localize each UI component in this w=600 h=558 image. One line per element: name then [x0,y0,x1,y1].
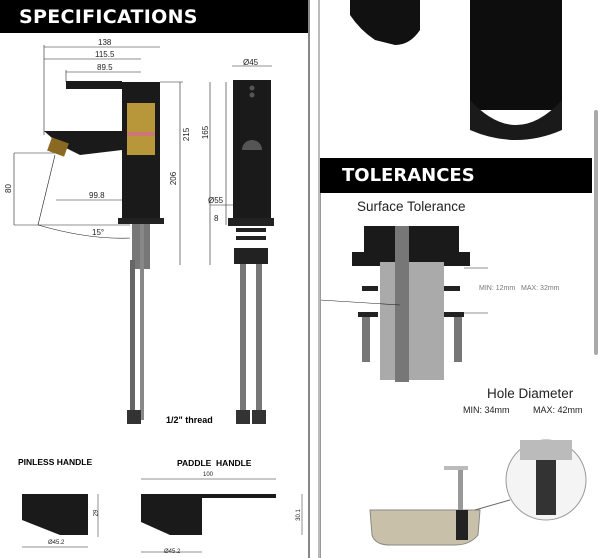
pinless-diameter: Ø45.2 [48,540,65,546]
surface-tolerance-title: Surface Tolerance [357,199,466,214]
dim-206: 206 [169,171,179,186]
surface-tolerance-range: MIN: 12mm MAX: 32mm [479,285,560,292]
side-view-drawing [13,45,183,265]
paddle-diameter: Ø45.2 [164,549,181,555]
pinless-handle-title: PINLESS HANDLE [18,457,93,467]
hole-diameter-drawing [369,439,587,546]
dim-99-8: 99.8 [89,191,105,200]
dim-8: 8 [214,214,219,223]
dim-diameter-55: Ø55 [208,196,224,205]
dim-80: 80 [3,184,13,193]
right-panel-frame [320,158,592,558]
handle-lever [66,81,122,89]
dim-165: 165 [201,125,211,140]
tolerances-header [320,158,592,193]
spout [44,131,122,155]
pinless-height: 29 [93,509,100,517]
tolerances-title: TOLERANCES [342,165,475,186]
paddle-length: 100 [203,472,214,478]
dim-angle: 15° [92,228,105,237]
dim-215: 215 [182,127,192,142]
paddle-handle-drawing [141,478,303,553]
specifications-title: SPECIFICATIONS [19,6,198,28]
thread-label: 1/2" thread [166,415,213,425]
dim-138: 138 [98,38,112,47]
product-photo [350,0,562,140]
paddle-height: 30.1 [295,509,302,521]
paddle-handle-title: PADDLE HANDLE [177,458,252,468]
front-view-drawing [209,65,274,424]
aerator [47,137,69,157]
surface-tolerance-drawing [319,226,488,382]
panel-divider-right [318,0,320,558]
pinless-handle-drawing [22,494,99,548]
hole-diameter-max: MAX: 42mm [533,405,583,415]
dim-115-5: 115.5 [95,50,115,59]
hole-diameter-title: Hole Diameter [487,386,574,401]
dim-89-5: 89.5 [97,63,113,72]
specifications-header [0,0,308,33]
scrollbar-thumb[interactable] [594,110,598,355]
cartridge [127,103,155,155]
hole-diameter-min: MIN: 34mm [463,405,510,415]
dim-diameter-45: Ø45 [243,58,259,67]
panel-divider [308,0,310,558]
